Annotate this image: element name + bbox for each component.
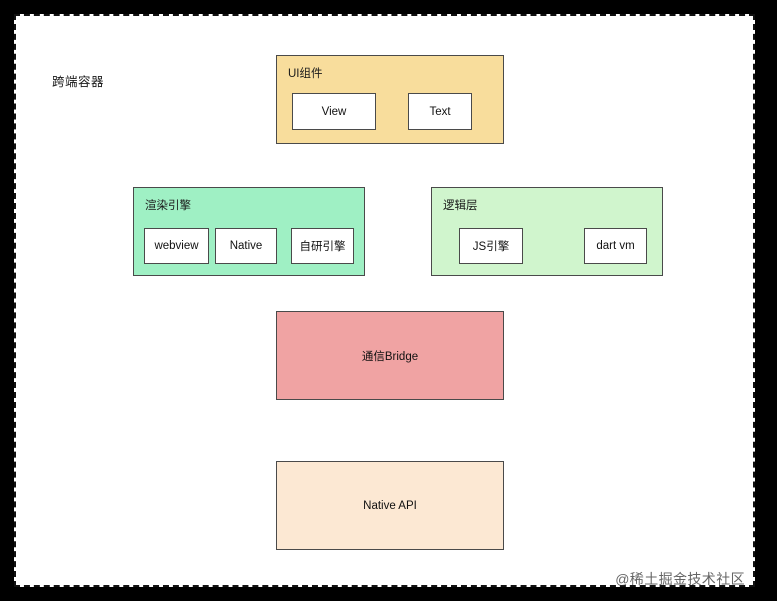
node-dart-vm[interactable]: dart vm <box>584 228 647 264</box>
node-webview[interactable]: webview <box>144 228 209 264</box>
slab-communication-bridge[interactable]: 通信Bridge <box>276 311 504 400</box>
watermark: @稀土掘金技术社区 <box>615 571 745 587</box>
group-label-render-engine: 渲染引擎 <box>145 200 191 212</box>
diagram-title: 跨端容器 <box>52 75 105 89</box>
node-self-developed-engine[interactable]: 自研引擎 <box>291 228 354 264</box>
group-logic-layer[interactable]: 逻辑层 JS引擎 dart vm <box>431 187 663 276</box>
node-view[interactable]: View <box>292 93 376 130</box>
slab-native-api[interactable]: Native API <box>276 461 504 550</box>
group-ui-components[interactable]: UI组件 View Text <box>276 55 504 144</box>
diagram-canvas: 跨端容器 UI组件 View Text 渲染引擎 webview Native … <box>14 14 755 587</box>
node-native[interactable]: Native <box>215 228 277 264</box>
node-js-engine[interactable]: JS引擎 <box>459 228 523 264</box>
group-render-engine[interactable]: 渲染引擎 webview Native 自研引擎 <box>133 187 365 276</box>
group-label-ui-components: UI组件 <box>288 68 323 80</box>
group-label-logic-layer: 逻辑层 <box>443 200 478 212</box>
node-text[interactable]: Text <box>408 93 472 130</box>
